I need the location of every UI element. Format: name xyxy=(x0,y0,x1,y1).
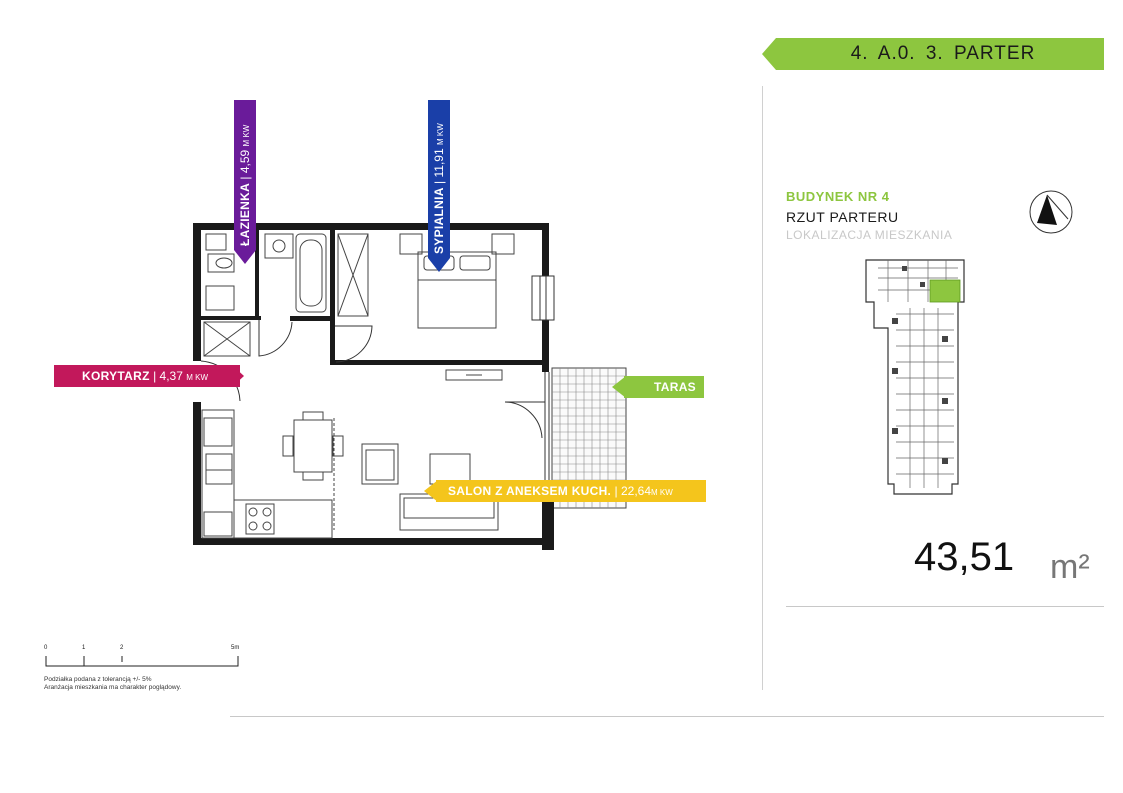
salon-unit: M KW xyxy=(651,488,673,497)
room-label-lazienka: ŁAZIENKA | 4,59 M KW xyxy=(234,100,256,264)
sypialnia-area: 11,91 xyxy=(432,148,446,178)
scale-tick-5m: 5m xyxy=(231,645,240,651)
scale-tick-0: 0 xyxy=(44,645,48,651)
scale-tick-1: 1 xyxy=(82,645,86,651)
apartment-area-value: 43,51 xyxy=(914,535,1015,579)
location-label: LOKALIZACJA MIESZKANIA xyxy=(786,228,953,242)
scale-tick-2: 2 xyxy=(120,645,124,651)
taras-pointer xyxy=(612,376,626,398)
apartment-location-highlight xyxy=(929,279,961,303)
salon-area: 22,64 xyxy=(621,484,652,498)
unit-code: 4. A.0. 3. PARTER xyxy=(850,43,1036,64)
sypialnia-unit: M KW xyxy=(436,123,445,145)
apartment-area-unit: m² xyxy=(1050,548,1090,586)
area-divider xyxy=(786,606,1104,607)
bathroom-fixtures xyxy=(203,233,369,357)
building-title: BUDYNEK NR 4 xyxy=(786,189,890,204)
room-label-salon: SALON Z ANEKSEM KUCH. | 22,64M KW xyxy=(436,480,706,502)
panel-divider xyxy=(762,86,763,690)
sypialnia-name: SYPIALNIA xyxy=(432,187,446,254)
salon-name: SALON Z ANEKSEM KUCH. xyxy=(448,484,612,498)
doors xyxy=(200,320,545,439)
scale-bar: 0 1 2 5m xyxy=(42,644,252,674)
tag-shape xyxy=(762,38,1104,70)
lazienka-name: ŁAZIENKA xyxy=(238,182,252,246)
building-key-plan xyxy=(865,259,965,495)
floor-plan-drawing xyxy=(193,223,627,550)
living-furniture xyxy=(201,369,503,539)
salon-pointer xyxy=(424,480,438,502)
korytarz-name: KORYTARZ xyxy=(82,369,150,383)
walls xyxy=(193,223,554,550)
room-label-korytarz: KORYTARZ | 4,37 M KW xyxy=(54,365,240,387)
unit-code-tag: 4. A.0. 3. PARTER xyxy=(762,38,1104,70)
room-label-taras: TARAS xyxy=(624,376,704,398)
korytarz-unit: M KW xyxy=(186,373,209,382)
tolerance-note: Podziałka podana z tolerancją +/- 5% xyxy=(44,676,152,683)
plan-title: RZUT PARTERU xyxy=(786,209,899,225)
bed xyxy=(399,233,515,329)
footer-divider xyxy=(230,716,1104,717)
taras-name: TARAS xyxy=(654,380,696,394)
room-label-sypialnia: SYPIALNIA | 11,91 M KW xyxy=(428,100,450,272)
lazienka-area: 4,59 xyxy=(238,149,252,174)
lazienka-unit: M KW xyxy=(242,124,251,147)
compass-icon xyxy=(1029,190,1073,234)
arrangement-note: Aranżacja mieszkania ma charakter pogląd… xyxy=(44,684,182,691)
korytarz-area: 4,37 xyxy=(159,369,183,383)
